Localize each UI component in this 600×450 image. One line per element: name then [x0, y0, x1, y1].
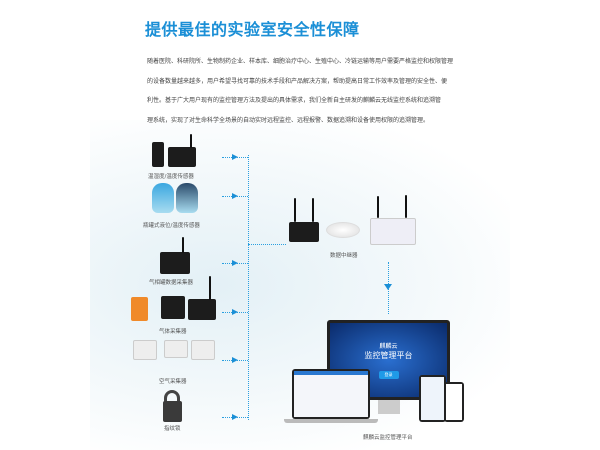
monitor-stand	[378, 400, 400, 414]
antenna	[294, 198, 296, 222]
screen-title: 监控管理平台	[364, 351, 413, 360]
para-line: 理系统，实现了对生命科学全场景的自动实时远程监控、远程报警、数据追溯和设备使用权…	[147, 116, 430, 124]
router-image	[370, 218, 416, 245]
down-arrow-icon	[384, 284, 392, 290]
screen-login-button: 登录	[378, 371, 399, 379]
para-line: 的设备数量越来越多，用户希望寻找可靠的技术手段和产品解决方案，帮助提高日常工作效…	[147, 77, 448, 85]
device-label: 空气采集器	[159, 379, 187, 385]
device-label: 气相罐数据采集器	[149, 280, 194, 286]
arrow-icon	[232, 260, 238, 266]
relay-gateway-image	[289, 222, 319, 242]
temp-collector-image	[168, 147, 196, 167]
connector-vertical	[248, 155, 249, 420]
relay-dome-image	[326, 222, 360, 238]
page-title: 提供最佳的实验室安全性保障	[145, 20, 360, 39]
air-collector-image	[133, 340, 157, 360]
temp-sensor-image	[152, 142, 164, 167]
antenna	[312, 198, 314, 222]
antenna	[405, 195, 407, 218]
phone-image	[444, 382, 464, 422]
device-label: 指纹锁	[164, 426, 181, 432]
antenna	[209, 276, 211, 300]
para-line: 随着医院、科研院所、生物制药企业、样本库、细胞治疗中心、生殖中心、冷链运输等用户…	[147, 58, 454, 65]
device-label: 温湿度/温度传感器	[148, 174, 194, 180]
fingerprint-lock-image	[164, 390, 180, 410]
air-collector-image	[191, 340, 215, 360]
para-line: 利性。基于广大用户现有的监控管理方法及提出的具体需求，我们全新自主研发的麒麟云无…	[147, 97, 442, 104]
device-label: 气体采集器	[159, 329, 187, 335]
gas-collector-image	[188, 299, 216, 320]
tank-collector-image	[160, 252, 190, 274]
antenna	[190, 134, 192, 148]
screen-brand: 麒麟云	[379, 343, 398, 350]
arrow-icon	[232, 154, 238, 160]
laptop-image	[292, 369, 370, 419]
antenna	[182, 237, 184, 253]
arrow-icon	[232, 193, 238, 199]
gas-collector-image	[161, 296, 185, 319]
laptop-base	[284, 419, 378, 423]
gas-detector-image	[131, 297, 148, 321]
fingerprint-lock-body	[163, 401, 182, 422]
air-collector-image	[164, 340, 188, 358]
connector-to-relay	[248, 244, 286, 245]
device-label: 瓶罐式液位/温度传感器	[143, 223, 200, 229]
platform-label: 麒麟云监控管理平台	[363, 435, 413, 441]
relay-label: 数据中继器	[330, 253, 358, 259]
bottle-sensor-image	[176, 183, 198, 213]
intro-paragraph: 随着医院、科研院所、生物制药企业、样本库、细胞治疗中心、生殖中心、冷链运输等用户…	[147, 52, 457, 130]
arrow-icon	[232, 357, 238, 363]
bottle-sensor-image	[152, 183, 174, 213]
tablet-image	[419, 375, 446, 422]
arrow-icon	[232, 414, 238, 420]
arrow-icon	[232, 309, 238, 315]
antenna	[377, 196, 379, 218]
